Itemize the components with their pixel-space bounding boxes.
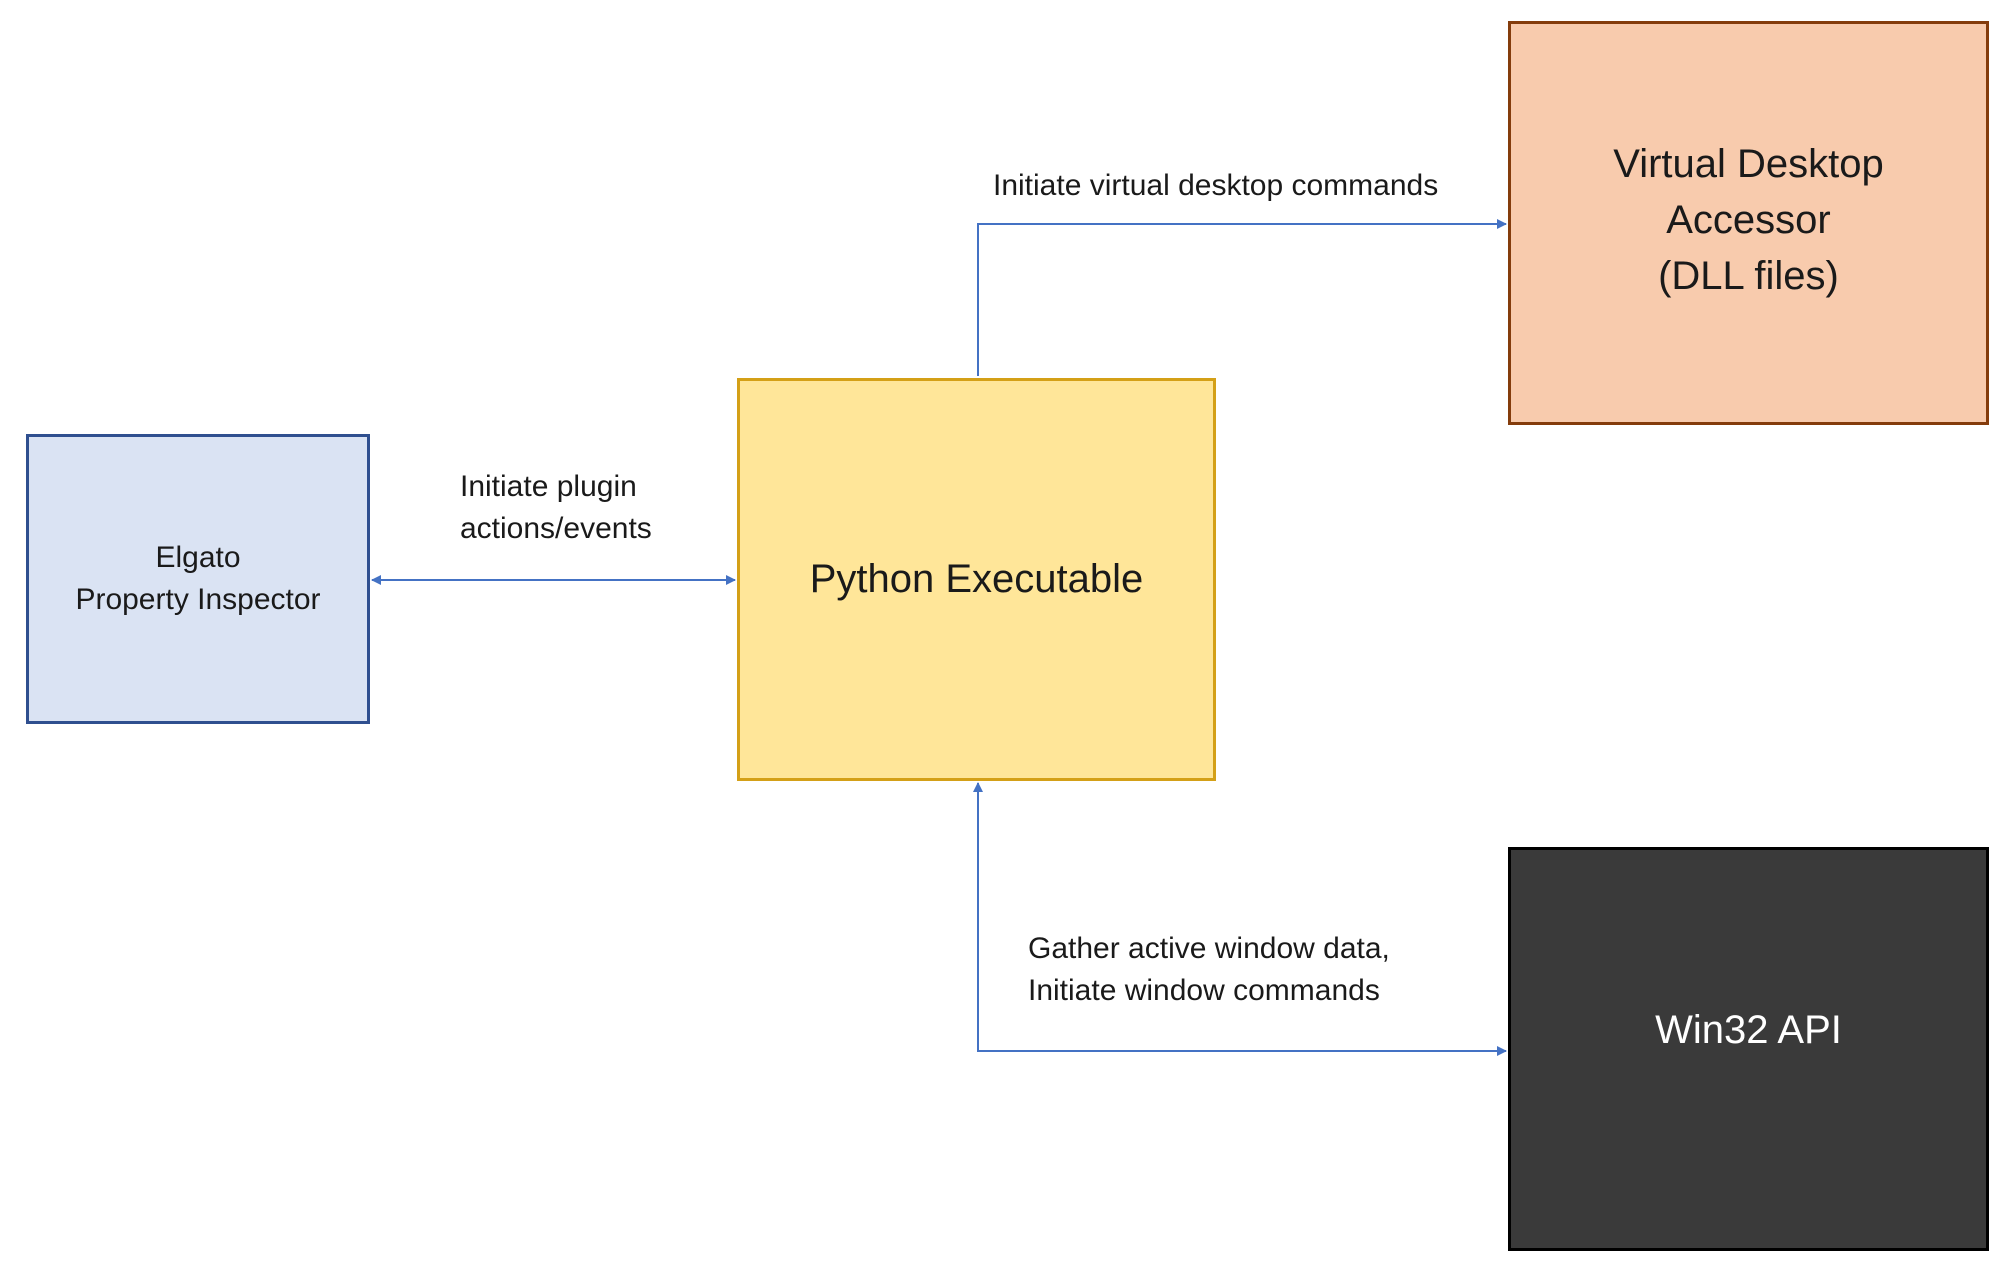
node-vda-line-2: Accessor: [1666, 198, 1831, 242]
edge-vdc-line-1: Initiate virtual desktop commands: [993, 169, 1439, 202]
node-elgato-label: Elgato Property Inspector: [75, 537, 320, 621]
connector-python-vda: [977, 219, 1507, 376]
node-vda-line-1: Virtual Desktop: [1613, 142, 1884, 186]
node-elgato-property-inspector: Elgato Property Inspector: [26, 434, 370, 724]
node-elgato-line-2: Property Inspector: [75, 583, 321, 616]
node-vda-label: Virtual Desktop Accessor (DLL files): [1613, 136, 1884, 304]
node-virtual-desktop-accessor: Virtual Desktop Accessor (DLL files): [1508, 21, 1989, 425]
edge-win-line-1: Gather active window data,: [1028, 932, 1390, 965]
edge-plugin-line-2: actions/events: [460, 512, 652, 545]
edge-win-line-2: Initiate window commands: [1028, 974, 1380, 1007]
node-win32-label: Win32 API: [1655, 1008, 1842, 1052]
node-python-executable: Python Executable: [737, 378, 1216, 781]
node-win32-api: Win32 API: [1508, 847, 1989, 1251]
edge-label-plugin-actions: Initiate plugin actions/events: [460, 466, 652, 550]
node-elgato-line-1: Elgato: [155, 541, 241, 574]
node-vda-line-3: (DLL files): [1658, 254, 1839, 298]
edge-label-window-commands: Gather active window data, Initiate wind…: [1028, 928, 1390, 1012]
node-python-label: Python Executable: [809, 557, 1144, 601]
connector-python-win32: [973, 782, 1507, 1056]
edge-label-virtual-desktop-commands: Initiate virtual desktop commands: [993, 165, 1438, 207]
edge-plugin-line-1: Initiate plugin: [460, 470, 637, 503]
